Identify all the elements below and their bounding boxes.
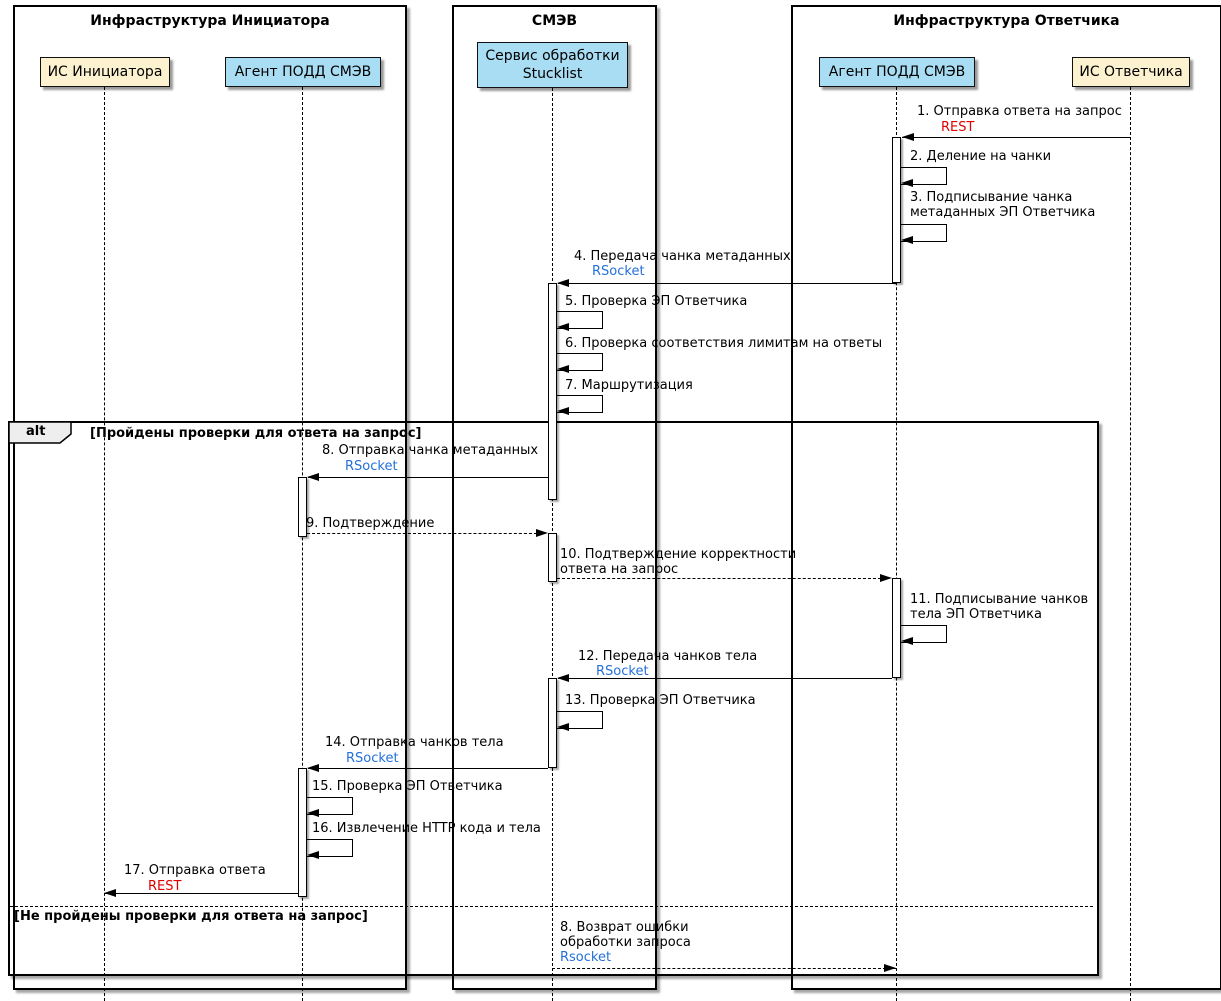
participant-stucklist: Сервис обработки Stucklist bbox=[477, 42, 628, 88]
message-5-label: 5. Проверка ЭП Ответчика bbox=[565, 294, 748, 309]
message-17-protocol: REST bbox=[148, 879, 182, 894]
message-17-label: 17. Отправка ответа bbox=[124, 863, 266, 878]
message-14-arrowhead bbox=[307, 764, 319, 772]
message-1-protocol: REST bbox=[941, 120, 975, 135]
message-15-label: 15. Проверка ЭП Ответчика bbox=[312, 779, 503, 794]
message-7-self-arrow bbox=[557, 395, 603, 413]
message-4-label: 4. Передача чанка метаданных bbox=[574, 249, 791, 264]
message-14-label: 14. Отправка чанков тела bbox=[325, 735, 504, 750]
group-title-initiator: Инфраструктура Инициатора bbox=[90, 13, 330, 29]
message-5-arrowhead bbox=[557, 323, 569, 331]
message-8err-arrowhead bbox=[884, 964, 896, 972]
message-13-self-arrow bbox=[557, 711, 603, 729]
participant-is-responder: ИС Ответчика bbox=[1072, 57, 1190, 87]
message-11-self-arrow bbox=[901, 625, 947, 643]
alt-guard-fail: [Не пройдены проверки для ответа на запр… bbox=[14, 909, 368, 924]
message-3-arrowhead bbox=[901, 236, 913, 244]
group-box-initiator: Инфраструктура Инициатора bbox=[13, 5, 407, 990]
message-11-arrowhead bbox=[901, 637, 913, 645]
message-16-label: 16. Извлечение HTTP кода и тела bbox=[312, 821, 541, 836]
message-9-arrowhead bbox=[536, 529, 548, 537]
message-8err-protocol: Rsocket bbox=[560, 950, 612, 965]
message-12-protocol: RSocket bbox=[596, 664, 649, 679]
message-8-arrow bbox=[308, 477, 548, 478]
message-16-self-arrow bbox=[307, 839, 353, 857]
message-5-self-arrow bbox=[557, 311, 603, 329]
message-9-arrow bbox=[307, 533, 537, 534]
message-17-arrow bbox=[105, 893, 298, 894]
message-14-arrow bbox=[308, 768, 548, 769]
message-6-self-arrow bbox=[557, 353, 603, 371]
group-box-smev: СМЭВ bbox=[452, 5, 657, 990]
message-7-label: 7. Маршрутизация bbox=[565, 378, 693, 393]
message-2-label: 2. Деление на чанки bbox=[910, 149, 1052, 164]
message-11-label: 11. Подписывание чанков тела ЭП Ответчик… bbox=[910, 592, 1089, 622]
message-16-arrowhead bbox=[307, 851, 319, 859]
message-6-label: 6. Проверка соответствия лимитам на отве… bbox=[565, 336, 883, 351]
activation-agent-initiator-2 bbox=[298, 768, 307, 897]
activation-agent-responder-1 bbox=[892, 137, 901, 283]
activation-stucklist-3 bbox=[548, 678, 557, 768]
alt-guard-pass: [Пройдены проверки для ответа на запрос] bbox=[90, 426, 422, 441]
lifeline-agent-responder bbox=[896, 87, 897, 1001]
message-7-arrowhead bbox=[557, 407, 569, 415]
message-1-arrow bbox=[902, 137, 1131, 138]
activation-agent-responder-2 bbox=[892, 578, 901, 678]
message-13-arrowhead bbox=[557, 723, 569, 731]
group-box-responder: Инфраструктура Ответчика bbox=[791, 5, 1221, 990]
activation-stucklist-2 bbox=[548, 533, 557, 582]
message-3-self-arrow bbox=[901, 224, 947, 242]
participant-agent-responder: Агент ПОДД СМЭВ bbox=[819, 57, 975, 87]
group-title-smev: СМЭВ bbox=[531, 13, 578, 29]
message-3-label: 3. Подписывание чанка метаданных ЭП Отве… bbox=[910, 190, 1096, 220]
alt-operator-pentagon bbox=[8, 421, 72, 444]
alt-operator-label: alt bbox=[26, 424, 46, 439]
lifeline-agent-initiator bbox=[302, 87, 303, 1001]
message-4-protocol: RSocket bbox=[592, 264, 645, 279]
message-8-protocol: RSocket bbox=[345, 459, 398, 474]
message-15-arrowhead bbox=[307, 809, 319, 817]
message-2-arrowhead bbox=[901, 179, 913, 187]
group-title-responder: Инфраструктура Ответчика bbox=[893, 13, 1120, 29]
lifeline-is-responder bbox=[1130, 87, 1131, 1001]
message-15-self-arrow bbox=[307, 797, 353, 815]
message-12-arrow bbox=[558, 678, 892, 679]
message-14-protocol: RSocket bbox=[346, 751, 399, 766]
message-6-arrowhead bbox=[557, 365, 569, 373]
message-4-arrowhead bbox=[557, 279, 569, 287]
message-9-label: 9. Подтверждение bbox=[306, 516, 435, 531]
lifeline-is-initiator bbox=[104, 87, 105, 1001]
message-8-label: 8. Отправка чанка метаданных bbox=[322, 443, 539, 458]
message-8-arrowhead bbox=[307, 473, 319, 481]
message-17-arrowhead bbox=[104, 889, 116, 897]
message-13-label: 13. Проверка ЭП Ответчика bbox=[565, 693, 756, 708]
participant-is-initiator: ИС Инициатора bbox=[40, 57, 170, 87]
message-12-label: 12. Передача чанков тела bbox=[578, 649, 758, 664]
activation-agent-initiator-1 bbox=[298, 477, 307, 537]
message-8err-arrow bbox=[552, 968, 896, 969]
activation-stucklist-1 bbox=[548, 283, 557, 500]
message-10-arrowhead bbox=[880, 574, 892, 582]
message-10-label: 10. Подтверждение корректности ответа на… bbox=[560, 547, 797, 577]
message-2-self-arrow bbox=[901, 167, 947, 185]
participant-agent-initiator: Агент ПОДД СМЭВ bbox=[225, 57, 381, 87]
message-8err-label: 8. Возврат ошибки обработки запроса Rsoc… bbox=[560, 920, 691, 965]
message-4-arrow bbox=[558, 283, 896, 284]
message-10-arrow bbox=[557, 578, 881, 579]
alt-else-divider bbox=[10, 906, 1093, 907]
message-1-label: 1. Отправка ответа на запрос bbox=[917, 104, 1122, 119]
message-12-arrowhead bbox=[557, 674, 569, 682]
message-1-arrowhead bbox=[902, 133, 914, 141]
